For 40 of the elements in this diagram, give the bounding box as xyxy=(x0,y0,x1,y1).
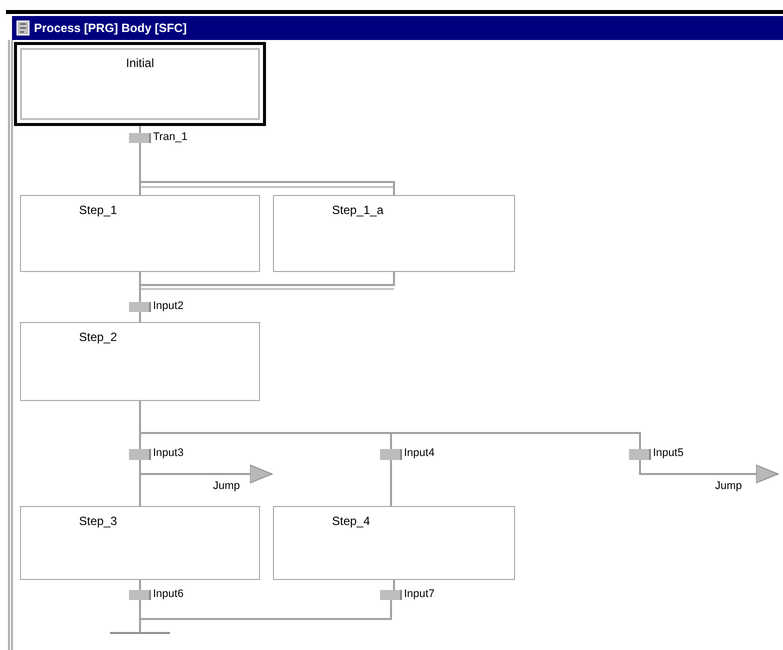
step-name: Step_2 xyxy=(79,330,118,344)
step-box xyxy=(20,195,260,272)
transition-bar xyxy=(380,449,402,460)
transition-bar xyxy=(129,449,151,460)
edge-label: Jump xyxy=(714,479,743,493)
step-name: Step_1_a xyxy=(332,203,384,217)
step-box xyxy=(273,195,515,272)
edge-label: Jump xyxy=(212,479,241,493)
step-name: Initial xyxy=(126,56,154,70)
connector-line xyxy=(139,312,141,322)
transition-label: Input7 xyxy=(404,588,435,601)
jump-arrow xyxy=(139,460,272,484)
end-line xyxy=(110,632,170,634)
jump-arrow xyxy=(639,460,778,484)
transition-label: Input5 xyxy=(653,447,684,460)
transition-label: Input4 xyxy=(404,447,435,460)
transition-label: Input6 xyxy=(153,588,184,601)
connector-line xyxy=(139,143,395,195)
step-box xyxy=(273,506,515,580)
connector-line xyxy=(139,580,141,590)
step-box xyxy=(20,506,260,580)
step-name: Step_4 xyxy=(332,514,370,528)
step-name: Step_3 xyxy=(79,514,118,528)
transition-label: Input3 xyxy=(153,447,184,460)
connector-line xyxy=(390,460,392,506)
transition-bar xyxy=(129,133,151,143)
connector-line xyxy=(393,580,395,590)
transition-label: Tran_1 xyxy=(153,131,188,144)
transition-bar xyxy=(129,302,151,312)
connector-line xyxy=(139,600,392,632)
transition-bar xyxy=(629,449,651,460)
transition-bar xyxy=(380,590,402,600)
connector-line xyxy=(139,272,395,302)
connector-line xyxy=(139,126,141,133)
step-name: Step_1 xyxy=(79,203,118,217)
initial-step-box xyxy=(14,42,266,126)
transition-label: Input2 xyxy=(153,300,184,313)
step-box xyxy=(20,322,260,401)
window-title: Process [PRG] Body [SFC] xyxy=(34,20,187,37)
transition-bar xyxy=(129,590,151,600)
